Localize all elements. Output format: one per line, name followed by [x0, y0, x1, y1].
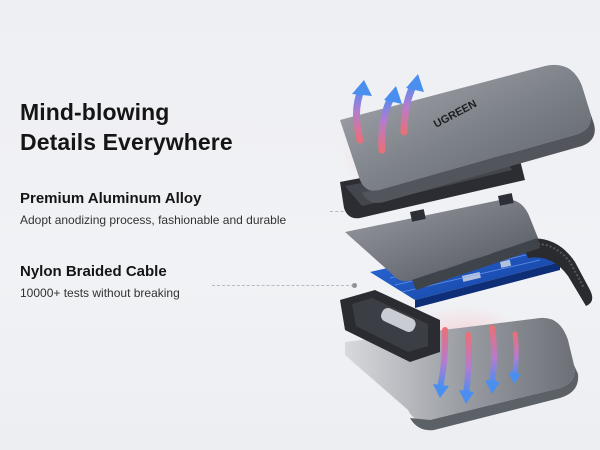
headline: Mind-blowing Details Everywhere — [20, 97, 233, 157]
usb-c-port-housing — [340, 290, 440, 362]
heat-dissipation-arrows-down — [433, 325, 521, 404]
feature-description: Adopt anodizing process, fashionable and… — [20, 213, 287, 227]
headline-line-1: Mind-blowing — [20, 99, 170, 125]
heat-dissipation-arrows-up — [352, 74, 424, 154]
headline-line-2: Details Everywhere — [20, 129, 233, 155]
middle-shell — [345, 193, 540, 290]
leader-line-cable — [212, 283, 357, 288]
top-aluminum-cover: UGREEN — [340, 64, 595, 203]
feature-description: 10000+ tests without breaking — [20, 286, 180, 300]
leader-dot — [352, 283, 357, 288]
feature-braided-cable: Nylon Braided Cable 10000+ tests without… — [20, 263, 180, 301]
feature-title: Premium Aluminum Alloy — [20, 190, 202, 207]
feature-aluminum-alloy: Premium Aluminum Alloy Adopt anodizing p… — [20, 190, 286, 228]
feature-title: Nylon Braided Cable — [20, 263, 167, 280]
